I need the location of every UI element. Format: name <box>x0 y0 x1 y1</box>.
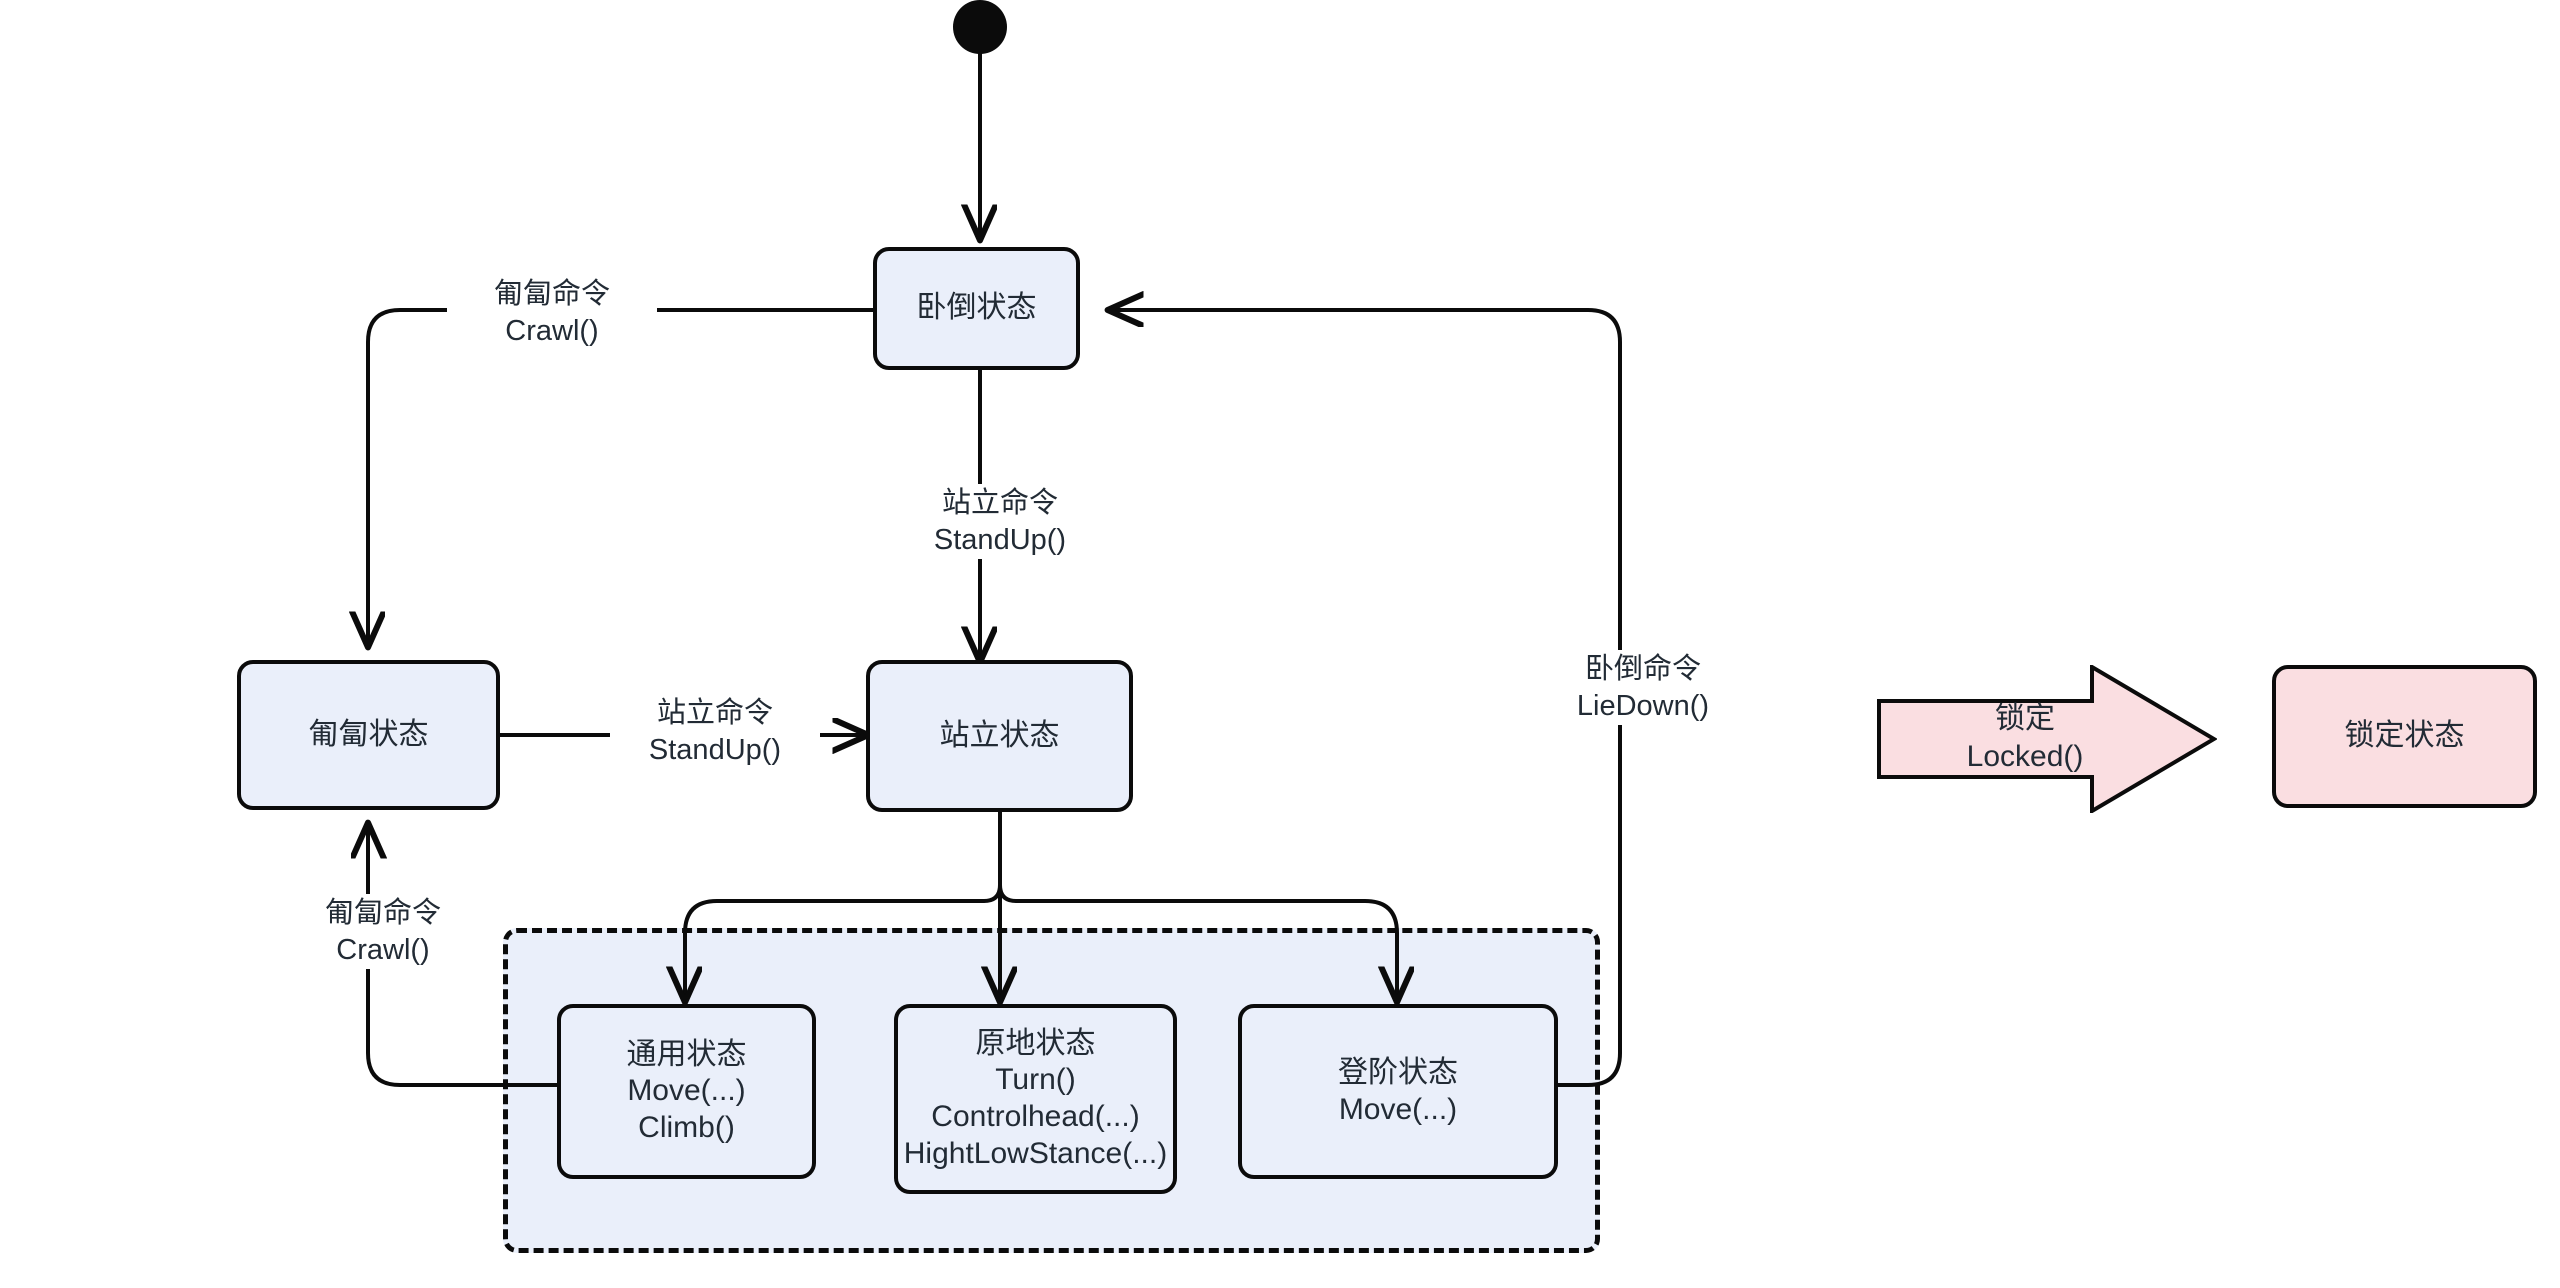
locked-arrow-shape[interactable] <box>1877 665 2217 813</box>
edge-label-en: LieDown() <box>1576 689 1710 722</box>
state-stairs[interactable]: 登阶状态 Move(...) <box>1238 1004 1558 1179</box>
state-stand[interactable]: 站立状态 <box>866 660 1133 812</box>
edge-label-lie-to-crawl: 匍匐命令 Crawl() <box>447 275 657 351</box>
edge-label-en: Crawl() <box>505 314 599 347</box>
edge-label-cn: 卧倒命令 <box>1584 653 1701 685</box>
edge-lie-to-crawl <box>368 308 873 645</box>
initial-state-node <box>953 0 1007 54</box>
locked-arrow-label: 锁定 Locked() <box>1905 700 2145 776</box>
state-locked[interactable]: 锁定状态 <box>2272 665 2537 808</box>
state-method-hightlowstance: HightLowStance(...) <box>903 1136 1168 1170</box>
edge-label-en: StandUp() <box>933 523 1067 556</box>
edge-label-en: Crawl() <box>336 933 430 966</box>
state-method-turn: Turn() <box>995 1063 1076 1097</box>
state-in-place[interactable]: 原地状态 Turn() Controlhead(...) HightLowSta… <box>894 1004 1177 1194</box>
edge-label-lie-to-stand: 站立命令 StandUp() <box>895 484 1105 560</box>
state-method-controlhead: Controlhead(...) <box>931 1100 1140 1133</box>
edge-label-cn: 站立命令 <box>941 487 1058 519</box>
edge-label-general-to-crawl: 匍匐命令 Crawl() <box>278 894 488 970</box>
state-label: 原地状态 <box>975 1026 1096 1060</box>
edge-label-crawl-to-stand: 站立命令 StandUp() <box>610 694 820 770</box>
state-method-climb: Climb() <box>638 1110 735 1144</box>
state-method-move: Move(...) <box>1338 1092 1458 1126</box>
edge-label-cn: 匍匐命令 <box>493 278 610 310</box>
locked-arrow-label-en: Locked() <box>1966 739 2084 773</box>
state-crawl[interactable]: 匍匐状态 <box>237 660 500 810</box>
state-label: 锁定状态 <box>2344 719 2465 753</box>
state-label: 通用状态 <box>626 1037 747 1071</box>
state-label: 卧倒状态 <box>916 291 1037 325</box>
state-label: 登阶状态 <box>1338 1055 1458 1089</box>
edge-label-stairs-to-lie: 卧倒命令 LieDown() <box>1538 650 1748 726</box>
state-general[interactable]: 通用状态 Move(...) Climb() <box>557 1004 816 1179</box>
edge-label-cn: 匍匐命令 <box>324 897 441 929</box>
state-label: 站立状态 <box>939 718 1060 752</box>
state-method-move: Move(...) <box>627 1074 746 1108</box>
edge-label-cn: 站立命令 <box>656 697 773 729</box>
locked-arrow-label-cn: 锁定 <box>1995 702 2055 735</box>
state-label: 匍匐状态 <box>308 717 429 751</box>
state-lie-down[interactable]: 卧倒状态 <box>873 247 1080 370</box>
edge-label-en: StandUp() <box>648 733 782 766</box>
